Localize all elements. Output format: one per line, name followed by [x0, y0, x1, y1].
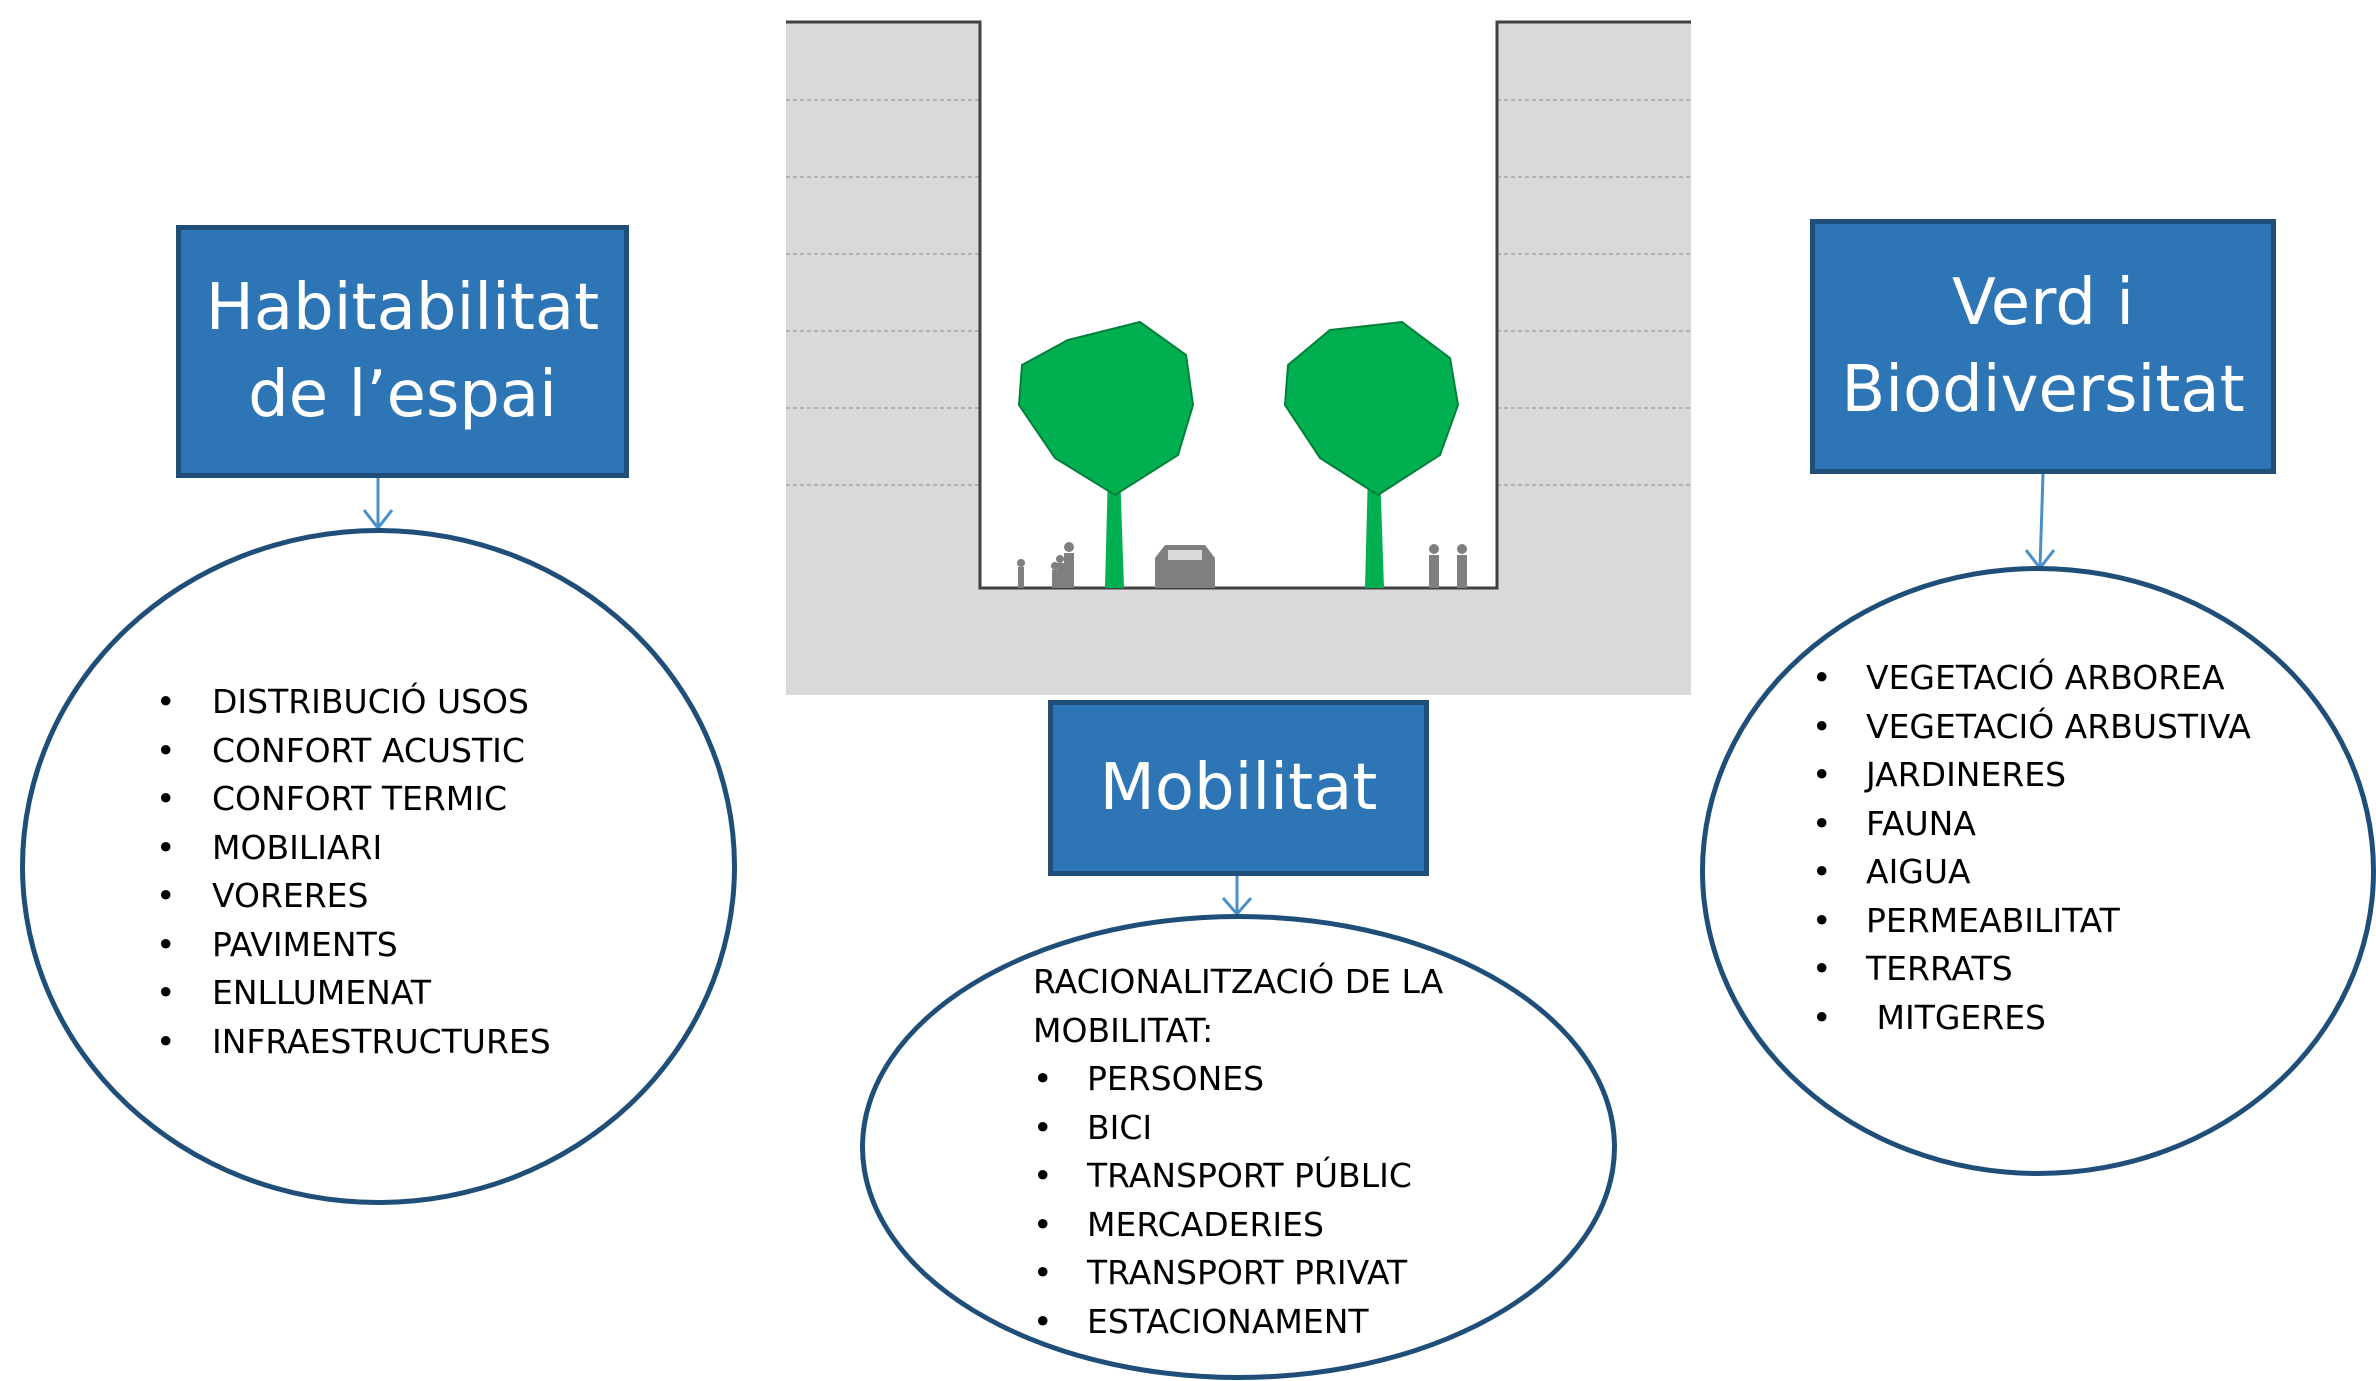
- list-item: •MOBILIARI: [156, 827, 383, 867]
- list-item: •BICI: [1033, 1107, 1153, 1147]
- arrow-verd: [2024, 473, 2056, 571]
- arrow-mobilitat: [1221, 876, 1253, 917]
- car-icon: [1155, 545, 1215, 588]
- verd-list: •VEGETACIÓ ARBOREA •VEGETACIÓ ARBUSTIVA …: [1812, 654, 2251, 1042]
- pedestrian-group-right-icon: [1429, 544, 1467, 588]
- floor-lines: [786, 99, 1691, 486]
- list-item: •JARDINERES: [1812, 755, 2067, 794]
- verd-title: Verd i Biodiversitat: [1841, 266, 2245, 427]
- building-left-icon: [786, 22, 980, 588]
- list-item: •PAVIMENTS: [156, 924, 398, 964]
- mobilitat-title: Mobilitat: [1099, 750, 1378, 825]
- list-item: •PERSONES: [1033, 1059, 1265, 1098]
- verd-ellipse: [1700, 566, 2376, 1176]
- habitabilitat-list: •DISTRIBUCIÓ USOS •CONFORT ACUSTIC •CONF…: [156, 678, 551, 1066]
- verd-title-box: Verd i Biodiversitat: [1810, 219, 2276, 474]
- tree-right-icon: [1283, 320, 1460, 588]
- list-item: • MITGERES: [1812, 997, 2047, 1037]
- list-item: •VEGETACIÓ ARBOREA: [1812, 658, 2225, 697]
- list-item: •AIGUA: [1812, 852, 1971, 891]
- list-item: •ENLLUMENAT: [156, 973, 431, 1012]
- list-item: •VEGETACIÓ ARBUSTIVA: [1812, 706, 2251, 746]
- building-right-icon: [1497, 22, 1691, 588]
- ground-slab: [786, 588, 1691, 695]
- list-item: •DISTRIBUCIÓ USOS: [156, 682, 529, 721]
- mobilitat-intro: RACIONALITZACIÓ DE LA MOBILITAT:: [1033, 962, 1444, 1050]
- list-item: •VORERES: [156, 876, 369, 915]
- habitabilitat-title-box: Habitabilitat de l’espai: [176, 225, 629, 478]
- list-item: •ESTACIONAMENT: [1033, 1301, 1369, 1341]
- mobilitat-ellipse: [860, 914, 1617, 1380]
- list-item: •FAUNA: [1812, 803, 1976, 843]
- tree-left-icon: [1017, 320, 1195, 588]
- list-item: •TRANSPORT PÚBLIC: [1033, 1156, 1412, 1195]
- list-item: •INFRAESTRUCTURES: [156, 1021, 551, 1061]
- street-outline: [786, 20, 1691, 590]
- list-item: •PERMEABILITAT: [1812, 900, 2120, 940]
- mobilitat-list: •PERSONES •BICI •TRANSPORT PÚBLIC •MERCA…: [1033, 1055, 1412, 1346]
- list-item: •CONFORT ACUSTIC: [156, 730, 525, 770]
- habitabilitat-title: Habitabilitat de l’espai: [205, 271, 600, 432]
- list-item: •TERRATS: [1812, 949, 2013, 988]
- list-item: •CONFORT TERMIC: [156, 779, 508, 818]
- arrow-habitabilitat: [362, 478, 394, 531]
- habitabilitat-ellipse: [20, 528, 737, 1205]
- pedestrian-group-left-icon: [1017, 542, 1074, 588]
- list-item: •TRANSPORT PRIVAT: [1033, 1253, 1408, 1292]
- list-item: •MERCADERIES: [1033, 1204, 1324, 1244]
- mobilitat-title-box: Mobilitat: [1048, 700, 1429, 876]
